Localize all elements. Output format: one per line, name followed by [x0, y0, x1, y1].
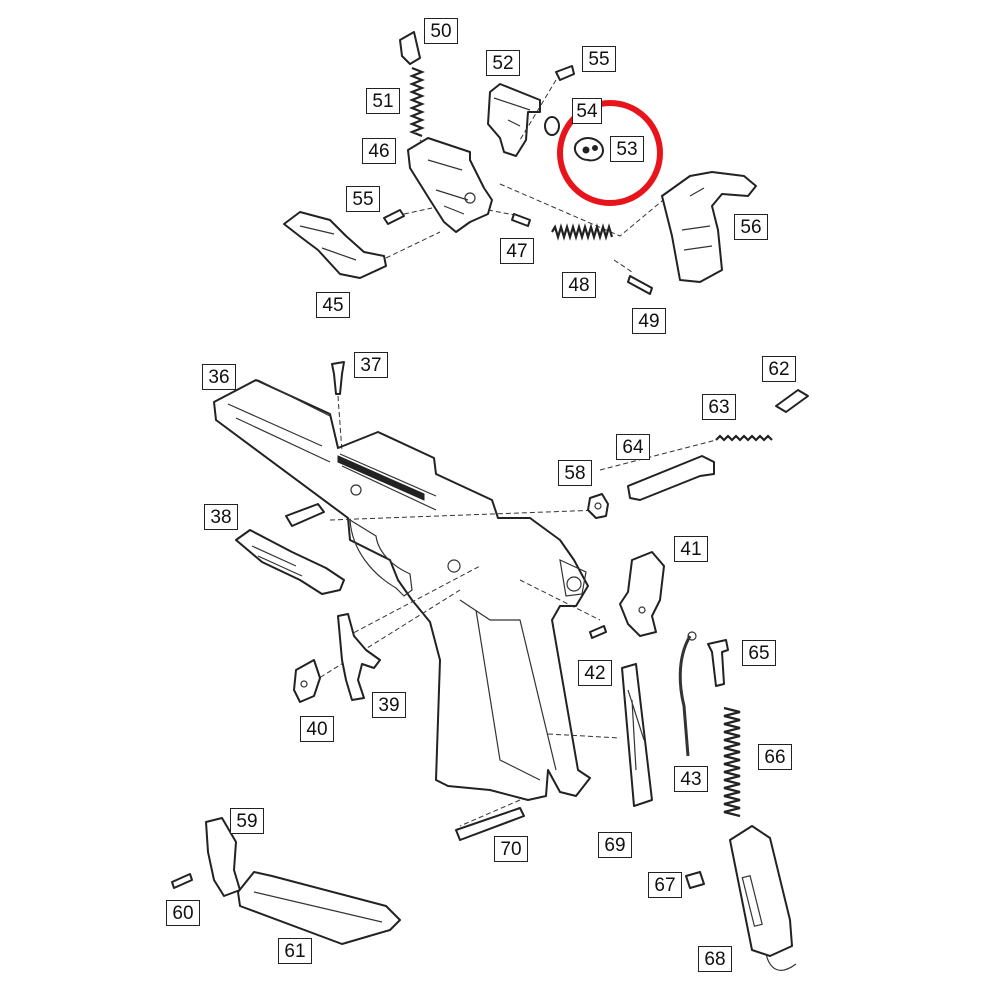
part-48-spring — [551, 223, 614, 241]
part-39-sear — [337, 613, 381, 701]
part-45-safety — [283, 211, 387, 279]
label-53: 53 — [610, 136, 644, 162]
label-39: 39 — [372, 692, 406, 718]
label-58: 58 — [558, 460, 592, 486]
part-43-rod — [678, 635, 692, 757]
part-51-spring — [409, 66, 425, 138]
label-42: 42 — [578, 660, 612, 686]
part-60-pin — [171, 873, 193, 889]
label-61: 61 — [278, 938, 312, 964]
part-36-frame — [213, 379, 591, 801]
label-64: 64 — [616, 434, 650, 460]
part-37-screw — [331, 361, 345, 395]
part-47-pin — [511, 213, 531, 227]
label-70: 70 — [494, 836, 528, 862]
label-45: 45 — [316, 292, 350, 318]
label-67: 67 — [648, 872, 682, 898]
part-65-bolt — [707, 639, 729, 687]
label-50: 50 — [424, 18, 458, 44]
highlight-circle — [557, 100, 663, 206]
part-55-screw-a — [555, 65, 575, 81]
part-54-bushing — [544, 116, 560, 136]
part-41-hammer — [619, 551, 665, 637]
part-38-trigger — [235, 529, 345, 595]
label-46: 46 — [362, 138, 396, 164]
label-52: 52 — [486, 50, 520, 76]
label-49: 49 — [632, 308, 666, 334]
part-52-piece — [487, 83, 541, 157]
label-36: 36 — [202, 364, 236, 390]
label-38: 38 — [204, 504, 238, 530]
label-59: 59 — [230, 808, 264, 834]
part-46-housing — [407, 137, 493, 233]
label-63: 63 — [702, 394, 736, 420]
label-54: 54 — [572, 98, 602, 124]
part-69-housing — [621, 663, 653, 807]
label-51: 51 — [366, 88, 400, 114]
part-64-slide-stop — [627, 455, 715, 501]
label-68: 68 — [698, 946, 732, 972]
label-69: 69 — [598, 832, 632, 858]
label-37: 37 — [354, 352, 388, 378]
part-42-pin — [589, 625, 607, 639]
part-49-plunger — [627, 275, 653, 295]
part-61-plate — [237, 871, 401, 945]
part-55-screw-b — [383, 209, 405, 225]
label-47: 47 — [500, 238, 534, 264]
part-67-cap — [685, 871, 705, 889]
label-65: 65 — [742, 640, 776, 666]
label-66: 66 — [758, 744, 792, 770]
label-62: 62 — [762, 356, 796, 382]
part-63-spring — [715, 434, 773, 442]
label-43: 43 — [674, 766, 708, 792]
part-58-bushing — [587, 493, 609, 519]
label-55-top: 55 — [582, 46, 616, 72]
label-41: 41 — [674, 536, 708, 562]
label-40: 40 — [300, 716, 334, 742]
part-66-spring — [723, 706, 741, 818]
part-70-pin — [455, 807, 525, 841]
part-62-pin — [775, 389, 809, 413]
label-60: 60 — [166, 900, 200, 926]
label-55-left: 55 — [346, 186, 380, 212]
part-56-grip-safety — [661, 171, 757, 283]
part-68-housing — [729, 825, 793, 957]
label-56: 56 — [734, 214, 768, 240]
part-50-cap — [399, 31, 421, 65]
part-40-piece — [293, 659, 321, 703]
label-48: 48 — [562, 272, 596, 298]
